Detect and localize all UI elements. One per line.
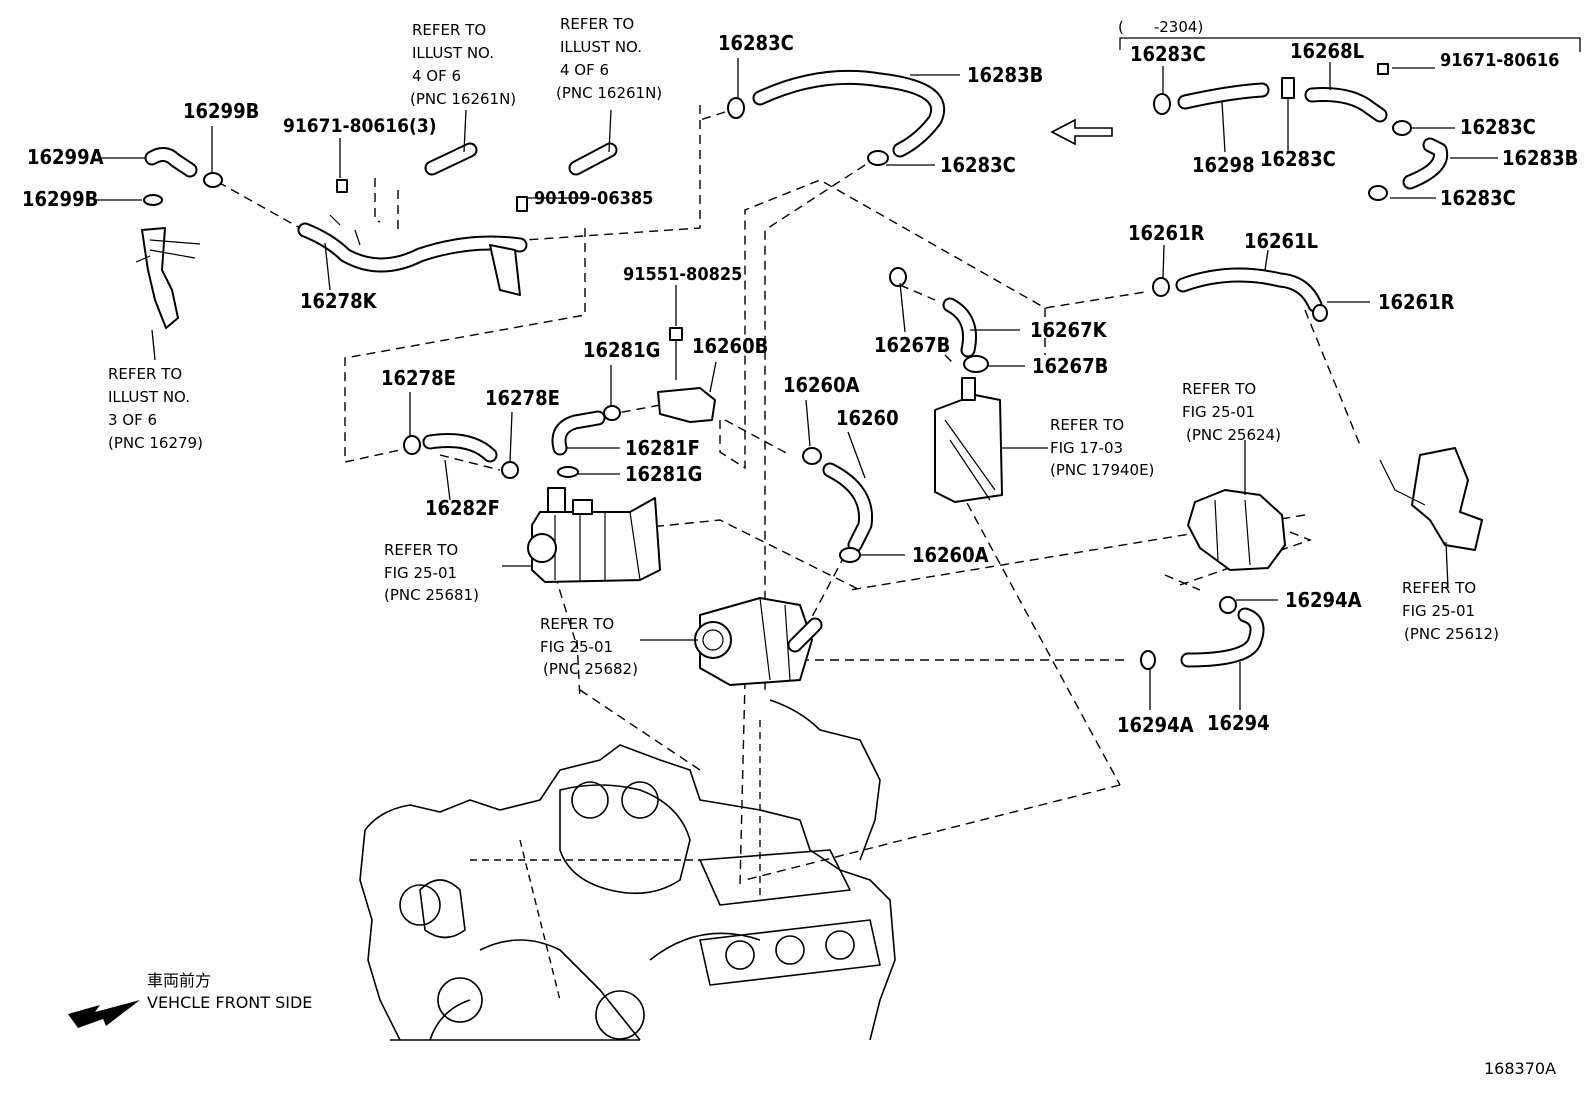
callout-16299b-left[interactable]: 16299B [22, 187, 98, 211]
ref-fig2501-b-line2: FIG 25-01 [540, 638, 613, 656]
diagram-number: 168370A [1484, 1059, 1556, 1078]
callout-16267b-left[interactable]: 16267B [874, 333, 950, 357]
callout-90109-06385[interactable]: 90109-06385 [534, 188, 653, 209]
inset-frame [1050, 37, 1581, 146]
inset-callout-16283b[interactable]: 16283B [1502, 146, 1578, 170]
ref-illust-3-line1: REFER TO [108, 365, 182, 383]
ref-illust-4b-line1: REFER TO [560, 15, 634, 33]
ref-fig2501-a-line3: (PNC 25681) [384, 586, 479, 604]
part-callouts: 16299B 16299A 16299B 91671-80616(3) 1627… [22, 31, 1455, 737]
vehicle-front-indicator: 車両前方 VEHCLE FRONT SIDE [68, 971, 312, 1028]
ref-fig2501-d-line3: (PNC 25612) [1404, 625, 1499, 643]
inset-callout-16283c-c[interactable]: 16283C [1260, 147, 1336, 171]
parts-art [135, 63, 1483, 1041]
inset-callout-16283c-a[interactable]: 16283C [1130, 42, 1206, 66]
assembly-lines [217, 105, 1361, 886]
callout-16267k[interactable]: 16267K [1030, 318, 1108, 342]
callout-16281f[interactable]: 16281F [625, 436, 700, 460]
ref-fig2501-c-line1: REFER TO [1182, 380, 1256, 398]
inset-callout-16268l[interactable]: 16268L [1290, 39, 1364, 63]
ref-fig2501-d-line2: FIG 25-01 [1402, 602, 1475, 620]
callout-16278k[interactable]: 16278K [300, 289, 378, 313]
callout-16261l[interactable]: 16261L [1244, 229, 1318, 253]
inset-range-label: ( -2304) [1118, 18, 1203, 36]
inset-callout-16283c-d[interactable]: 16283C [1440, 186, 1516, 210]
callout-16294a-bot[interactable]: 16294A [1117, 713, 1194, 737]
ref-illust-3-line4: (PNC 16279) [108, 434, 203, 452]
callout-16260b[interactable]: 16260B [692, 334, 768, 358]
callout-16281g-top[interactable]: 16281G [583, 338, 660, 362]
callout-16282f[interactable]: 16282F [425, 496, 500, 520]
callout-16294a-right[interactable]: 16294A [1285, 588, 1362, 612]
callout-16281g-bot[interactable]: 16281G [625, 462, 702, 486]
ref-fig2501-b-line3: (PNC 25682) [543, 660, 638, 678]
callout-16283c-mid[interactable]: 16283C [940, 153, 1016, 177]
engine-block-art [359, 699, 896, 1041]
callout-16260[interactable]: 16260 [836, 406, 899, 430]
ref-illust-4a-line3: 4 OF 6 [412, 67, 461, 85]
inset-callout-91671-80616[interactable]: 91671-80616 [1440, 50, 1559, 71]
callout-16283c-top[interactable]: 16283C [718, 31, 794, 55]
callout-16294[interactable]: 16294 [1207, 711, 1270, 735]
front-arrow-icon [68, 1000, 140, 1028]
direction-arrow-icon [1050, 118, 1113, 146]
vehicle-front-english: VEHCLE FRONT SIDE [147, 993, 312, 1012]
ref-fig2501-a-line1: REFER TO [384, 541, 458, 559]
callout-16299b-top[interactable]: 16299B [183, 99, 259, 123]
callout-16267b-right[interactable]: 16267B [1032, 354, 1108, 378]
callout-16299a[interactable]: 16299A [27, 145, 104, 169]
ref-fig2501-c-line2: FIG 25-01 [1182, 403, 1255, 421]
callout-16260a-top[interactable]: 16260A [783, 373, 860, 397]
callout-16283b[interactable]: 16283B [967, 63, 1043, 87]
ref-illust-4a-line1: REFER TO [412, 21, 486, 39]
callout-16261r-left[interactable]: 16261R [1128, 221, 1205, 245]
callout-16278e-right[interactable]: 16278E [485, 386, 560, 410]
ref-fig2501-d-line1: REFER TO [1402, 579, 1476, 597]
inset-callouts: ( -2304) 16283C 16268L 91671-80616 16283… [1118, 18, 1578, 210]
ref-illust-3-line2: ILLUST NO. [108, 388, 190, 406]
ref-illust-4b-line2: ILLUST NO. [560, 38, 642, 56]
ref-illust-4a-line2: ILLUST NO. [412, 44, 494, 62]
ref-fig1703-line2: FIG 17-03 [1050, 439, 1123, 457]
ref-fig1703-line1: REFER TO [1050, 416, 1124, 434]
ref-fig2501-c-line3: (PNC 25624) [1186, 426, 1281, 444]
reference-notes: REFER TO ILLUST NO. 4 OF 6 (PNC 16261N) … [108, 15, 1499, 678]
callout-16261r-right[interactable]: 16261R [1378, 290, 1455, 314]
callout-91671-80616-3[interactable]: 91671-80616(3) [283, 115, 437, 137]
ref-fig2501-a-line2: FIG 25-01 [384, 564, 457, 582]
ref-illust-4b-line4: (PNC 16261N) [556, 84, 662, 102]
ref-illust-4b-line3: 4 OF 6 [560, 61, 609, 79]
vehicle-front-japanese: 車両前方 [147, 971, 211, 990]
leader-lines [96, 58, 1498, 710]
ref-fig1703-line3: (PNC 17940E) [1050, 461, 1154, 479]
ref-fig2501-b-line1: REFER TO [540, 615, 614, 633]
callout-16278e-left[interactable]: 16278E [381, 366, 456, 390]
inset-callout-16298[interactable]: 16298 [1192, 153, 1255, 177]
inset-callout-16283c-b[interactable]: 16283C [1460, 115, 1536, 139]
ref-illust-3-line3: 3 OF 6 [108, 411, 157, 429]
ref-illust-4a-line4: (PNC 16261N) [410, 90, 516, 108]
callout-16260a-bot[interactable]: 16260A [912, 543, 989, 567]
callout-91551-80825[interactable]: 91551-80825 [623, 264, 742, 285]
